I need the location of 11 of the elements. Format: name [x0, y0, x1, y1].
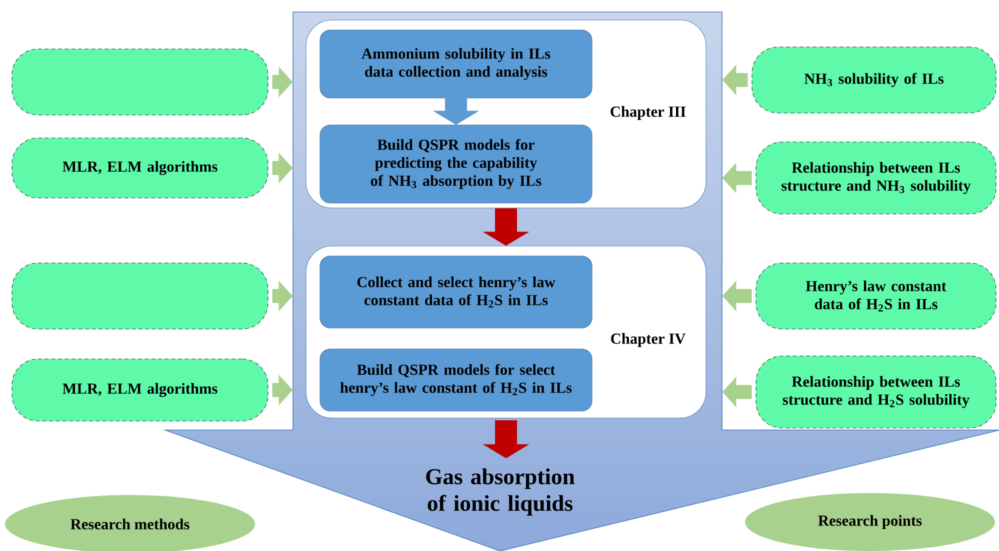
topic-box — [12, 48, 268, 116]
process-box: Ammonium solubility in ILs data collection and analysis — [320, 30, 592, 98]
topic-box: MLR, ELM algorithms — [12, 138, 268, 198]
topic-box — [12, 262, 268, 330]
process-box: Collect and select henry’s law constant data of H$_{2}$S in ILs — [320, 256, 592, 328]
topic-box: Relationship between ILs structure and NH$_{3}$ solubility — [756, 142, 996, 214]
topic-box: MLR, ELM algorithms — [12, 358, 268, 422]
topic-box: Henry’s law constant data of H$_{2}$S in ILs — [756, 262, 996, 330]
process-box: Build QSPR models for select henry’s law constant of H$_{2}$S in ILs — [320, 348, 592, 412]
topic-box: NH$_{3}$ solubility of ILs — [752, 46, 996, 114]
topic-box: Relationship between ILs structure and H$_{2}$S solubility — [756, 356, 996, 428]
